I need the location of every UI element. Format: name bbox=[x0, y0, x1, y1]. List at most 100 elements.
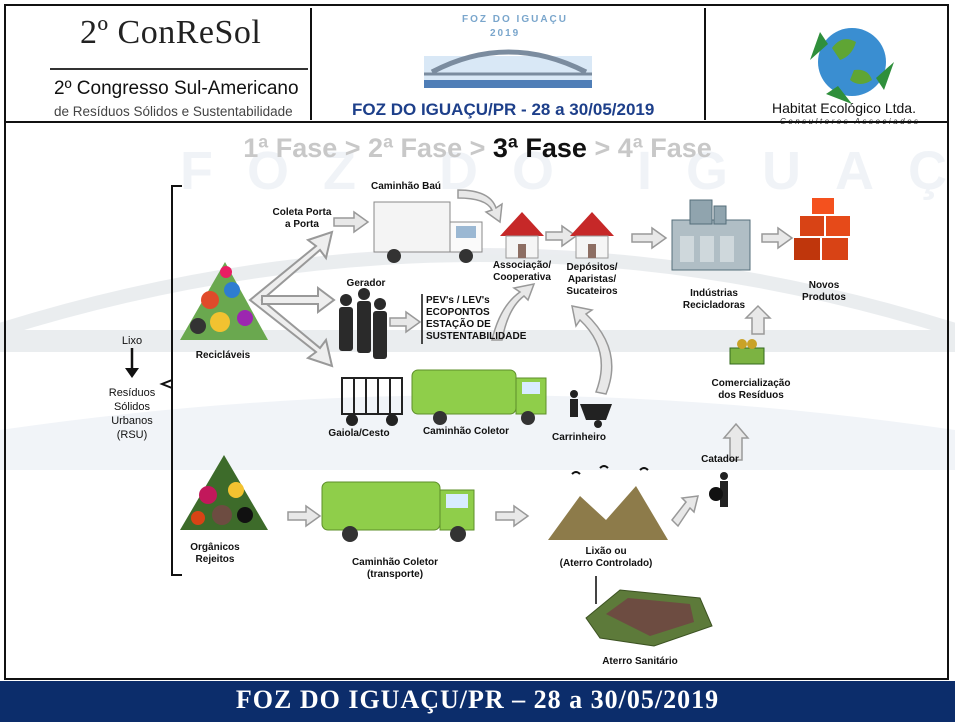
gerador-label: Gerador bbox=[346, 278, 386, 289]
organicos-label: Orgânicos Rejeitos bbox=[180, 542, 250, 566]
comercializacao-line-1: Comercialização bbox=[711, 378, 791, 389]
coleta-porta-label: Coleta Porta a Porta bbox=[266, 207, 338, 231]
lixao-line-1: Lixão ou bbox=[585, 546, 627, 557]
arrow-carrinheiro-to-depositos bbox=[571, 305, 613, 395]
rsu-line-3: Urbanos bbox=[111, 415, 153, 427]
conresol-title: 2º ConReSol bbox=[80, 14, 262, 51]
bridge-watermark bbox=[0, 248, 955, 470]
arrow-comercializacao-to-industrias bbox=[744, 304, 772, 335]
footer-text: FOZ DO IGUAÇU/PR – 28 a 30/05/2019 bbox=[235, 685, 720, 714]
pev-line-4: SUSTENTABILIDADE bbox=[426, 331, 527, 342]
arrow-truck-to-lixao bbox=[495, 504, 530, 528]
arrow-assoc-to-depositos bbox=[545, 224, 578, 248]
pev-label: PEV's / LEV's ECOPONTOS ESTAÇÃO DE SUSTE… bbox=[426, 295, 526, 343]
industrias-line-1: Indústrias bbox=[690, 288, 738, 299]
landfill-icon bbox=[585, 576, 713, 647]
catador-icon bbox=[709, 472, 728, 507]
comercializacao-label: Comercialização dos Resíduos bbox=[702, 378, 800, 402]
carrinheiro-icon bbox=[570, 390, 612, 428]
cage-cart-icon bbox=[341, 377, 403, 426]
lixo-label: Lixo bbox=[121, 335, 143, 347]
arrow-depositos-to-industrias bbox=[631, 226, 668, 250]
lixao-line-2: (Aterro Controlado) bbox=[559, 558, 653, 569]
lixao-label: Lixão ou (Aterro Controlado) bbox=[546, 546, 666, 570]
box-truck-icon bbox=[373, 201, 483, 263]
footer-bar bbox=[0, 681, 955, 722]
pev-line-2: ECOPONTOS bbox=[426, 307, 490, 318]
watermark-text: FOZ DO IGUAÇU bbox=[180, 141, 955, 201]
house-association-icon bbox=[500, 212, 544, 259]
arrow-industrias-to-novos bbox=[761, 226, 794, 250]
industrias-label: Indústrias Recicladoras bbox=[674, 288, 754, 312]
industrias-line-2: Recicladoras bbox=[682, 300, 746, 311]
arrow-coleta-to-bau bbox=[333, 210, 370, 234]
coleta-line-2: a Porta bbox=[285, 219, 319, 230]
organicos-line-2: Rejeitos bbox=[195, 554, 235, 565]
phase-2: 2ª Fase bbox=[368, 133, 463, 163]
banner-city: FOZ DO IGUAÇU bbox=[462, 14, 568, 25]
depositos-line-2: Aparistas/ bbox=[567, 274, 617, 285]
banner-year: 2019 bbox=[490, 28, 521, 39]
phase-breadcrumb: 1ª Fase > 2ª Fase > 3ª Fase > 4ª Fase bbox=[0, 133, 955, 164]
coletor-transporte-line-1: Caminhão Coletor bbox=[351, 557, 439, 568]
header-left-panel: 2º ConReSol 2º Congresso Sul-Americano d… bbox=[10, 8, 312, 120]
arrow-catador-to-comercializacao bbox=[722, 422, 750, 461]
associacao-line-1: Associação/ bbox=[492, 260, 552, 271]
arrow-pev-to-assoc bbox=[491, 282, 536, 341]
people-group-icon bbox=[339, 288, 387, 359]
coleta-line-1: Coleta Porta bbox=[272, 207, 332, 218]
dump-icon bbox=[548, 465, 668, 540]
header-banner-panel: FOZ DO IGUAÇU 2019 FOZ DO IGUAÇU/PR - 28… bbox=[312, 8, 706, 120]
branching-arrow bbox=[248, 230, 336, 368]
phase-1: 1ª Fase bbox=[243, 133, 338, 163]
arrow-bau-to-assoc bbox=[457, 189, 503, 224]
aterro-label: Aterro Sanitário bbox=[602, 656, 678, 667]
phase-sep-2: > bbox=[462, 133, 493, 163]
factory-icon bbox=[671, 199, 751, 271]
carrinheiro-label: Carrinheiro bbox=[552, 432, 606, 443]
catador-label: Catador bbox=[701, 454, 739, 465]
bridge-banner-icon bbox=[424, 49, 592, 88]
associacao-label: Associação/ Cooperativa bbox=[484, 260, 560, 284]
down-arrow-icon bbox=[125, 348, 139, 378]
rsu-bracket bbox=[159, 185, 182, 576]
phase-4: 4ª Fase bbox=[617, 133, 712, 163]
recyclables-pile-icon bbox=[180, 262, 268, 340]
depositos-line-1: Depósitos/ bbox=[566, 262, 618, 273]
depositos-line-3: Sucateiros bbox=[566, 286, 618, 297]
pev-line-3: ESTAÇÃO DE bbox=[426, 319, 491, 330]
products-boxes-icon bbox=[794, 198, 850, 260]
coletor-transporte-label: Caminhão Coletor (transporte) bbox=[340, 557, 450, 581]
arrow-gerador-to-pev bbox=[389, 310, 422, 334]
coletor-transporte-line-2: (transporte) bbox=[366, 569, 424, 580]
rsu-line-2: Sólidos bbox=[113, 401, 151, 413]
phase-sep-3: > bbox=[586, 133, 618, 163]
pev-line-1: PEV's / LEV's bbox=[426, 295, 490, 306]
collector-truck-icon bbox=[411, 369, 547, 425]
depositos-label: Depósitos/ Aparistas/ Sucateiros bbox=[556, 262, 628, 298]
rsu-label: Resíduos Sólidos Urbanos (RSU) bbox=[100, 386, 164, 442]
rsu-line-4: (RSU) bbox=[116, 429, 148, 441]
title-divider bbox=[50, 68, 308, 70]
caminhao-bau-label: Caminhão Baú bbox=[370, 181, 441, 192]
money-stack-icon bbox=[729, 339, 765, 365]
phase-sep-1: > bbox=[337, 133, 369, 163]
banner-date: FOZ DO IGUAÇU/PR - 28 a 30/05/2019 bbox=[352, 100, 655, 119]
gaiola-label: Gaiola/Cesto bbox=[328, 428, 390, 439]
novos-line-1: Novos bbox=[808, 280, 840, 291]
organicos-line-1: Orgânicos bbox=[190, 542, 240, 553]
phase-3-current: 3ª Fase bbox=[492, 133, 587, 163]
collector-truck-transport-icon bbox=[321, 481, 475, 542]
page-separator bbox=[6, 121, 948, 123]
caminhao-coletor-label: Caminhão Coletor bbox=[422, 426, 510, 437]
comercializacao-line-2: dos Resíduos bbox=[718, 390, 784, 401]
congress-subtitle: de Resíduos Sólidos e Sustentabilidade bbox=[54, 104, 293, 119]
company-name: Habitat Ecológico Ltda. bbox=[772, 100, 916, 116]
congress-title: 2º Congresso Sul-Americano bbox=[54, 78, 299, 99]
recycling-globe-logo-icon bbox=[810, 28, 894, 104]
novos-line-2: Produtos bbox=[802, 292, 846, 303]
slide-frame bbox=[4, 4, 949, 680]
reciclaveis-label: Recicláveis bbox=[195, 350, 251, 361]
house-depositos-icon bbox=[570, 212, 614, 259]
